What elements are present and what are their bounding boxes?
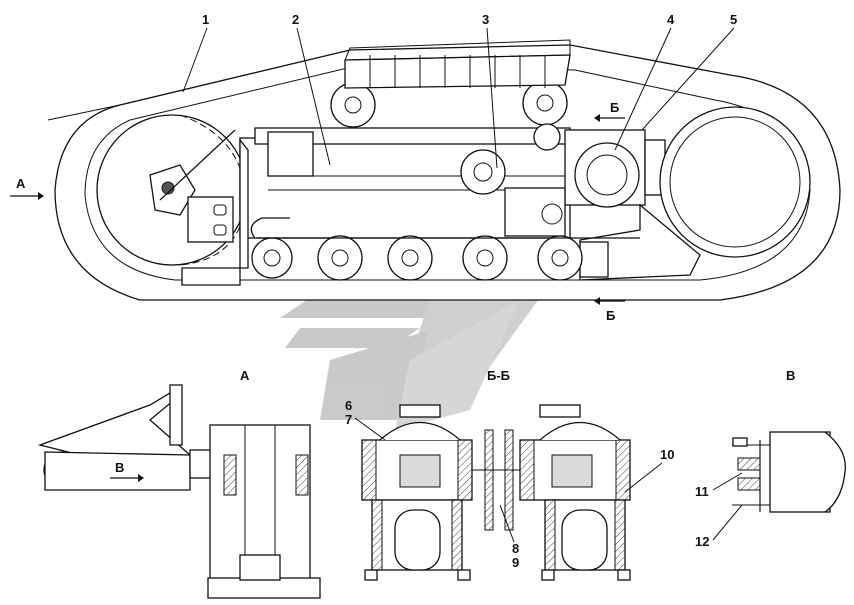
bottom-track-rollers	[251, 235, 583, 281]
crawler-main-view	[47, 39, 841, 301]
section-bb-right-assembly	[519, 404, 631, 581]
svg-text:5: 5	[730, 12, 737, 27]
bb-right-roller	[561, 509, 608, 571]
callout-2: 2	[292, 12, 331, 166]
bb-right-shaft	[551, 454, 593, 488]
frame-box	[267, 131, 314, 177]
support-roller-hub	[473, 162, 493, 182]
view-arrow-a-label: А	[16, 176, 26, 191]
callout-9: 9	[499, 504, 519, 570]
drive-sprocket-inner	[669, 116, 801, 248]
drive-hub	[574, 142, 640, 208]
svg-text:7: 7	[345, 412, 352, 427]
svg-text:11: 11	[695, 484, 709, 499]
tension-bracket	[579, 241, 609, 278]
view-a-title: А	[240, 368, 250, 383]
view-v-roller-end	[824, 431, 846, 513]
view-a-base	[207, 577, 321, 599]
bb-right-cap	[539, 404, 581, 418]
carrier-roller-left	[330, 82, 376, 128]
small-roller	[533, 123, 561, 151]
svg-text:2: 2	[292, 12, 299, 27]
idler-bracket	[187, 196, 234, 243]
view-v-roller	[769, 431, 831, 513]
section-arrow-b-top: Б	[594, 100, 625, 122]
view-a-detail	[37, 384, 321, 599]
view-v-nut	[732, 437, 748, 447]
svg-text:10: 10	[660, 447, 674, 462]
lower-gear-box-hole	[541, 203, 563, 225]
view-a-bearing-left	[223, 454, 237, 496]
idler-hub-bolt	[161, 181, 175, 195]
callout-7: 7	[345, 412, 386, 441]
section-bb-title: Б-Б	[487, 368, 510, 383]
carrier-roller-right-hub	[536, 94, 554, 112]
callout-4: 4	[614, 12, 675, 151]
view-v-bolt-upper	[737, 457, 761, 471]
view-arrow-v: В	[110, 460, 144, 482]
track-belt-left-edge	[47, 104, 121, 121]
carrier-roller-left-hub	[344, 96, 362, 114]
callout-12: 12	[695, 504, 743, 549]
callout-6: 6	[345, 398, 352, 413]
support-roller	[460, 149, 506, 195]
view-a-foot	[239, 554, 281, 581]
view-v-title: В	[786, 368, 795, 383]
bb-left-dome	[379, 421, 461, 441]
idler-bracket-slot-1	[213, 204, 227, 216]
svg-text:3: 3	[482, 12, 489, 27]
bb-center-plate-right	[504, 429, 514, 531]
drive-sprocket	[659, 106, 811, 258]
svg-text:1: 1	[202, 12, 209, 27]
top-track-shoes	[344, 39, 571, 89]
view-a-wheel-body	[209, 424, 311, 581]
bb-right-dome	[539, 421, 621, 441]
svg-text:8: 8	[512, 541, 519, 556]
view-arrow-a: А	[10, 176, 44, 200]
bb-left-shaft	[399, 454, 441, 488]
callout-3: 3	[482, 12, 498, 169]
section-b-top-label: Б	[610, 100, 619, 115]
view-a-bearing-right	[295, 454, 309, 496]
view-v-bolt-lower	[737, 477, 761, 491]
section-arrow-b-bottom: Б	[594, 297, 625, 323]
callout-5: 5	[641, 12, 737, 131]
callout-8: 8	[512, 541, 519, 556]
svg-text:9: 9	[512, 555, 519, 570]
section-b-bottom-label: Б	[606, 308, 615, 323]
bb-left-cap	[399, 404, 441, 418]
bb-left-roller	[394, 509, 441, 571]
tension-arm	[579, 203, 701, 281]
track-roller-1	[251, 237, 293, 279]
track-roller-4	[462, 235, 508, 281]
section-bb-left-assembly	[361, 404, 473, 581]
track-roller-2	[317, 235, 363, 281]
callout-10: 10	[624, 447, 674, 493]
svg-text:12: 12	[695, 534, 709, 549]
svg-text:4: 4	[667, 12, 675, 27]
track-roller-5	[537, 235, 583, 281]
svg-text:6: 6	[345, 398, 352, 413]
frame-hook	[250, 217, 290, 239]
bb-center-plate-left	[484, 429, 494, 531]
idler-bracket-slot-2	[213, 224, 227, 236]
frame-left-foot	[181, 138, 249, 286]
view-v-detail	[732, 431, 846, 513]
track-roller-3	[387, 235, 433, 281]
callout-11: 11	[695, 472, 743, 499]
idler-arm	[159, 129, 236, 201]
view-arrow-v-label: В	[115, 460, 124, 475]
lower-gear-box	[504, 187, 566, 237]
callout-1: 1	[182, 12, 209, 93]
drive-hub-inner	[586, 154, 628, 196]
view-a-post	[169, 384, 183, 446]
